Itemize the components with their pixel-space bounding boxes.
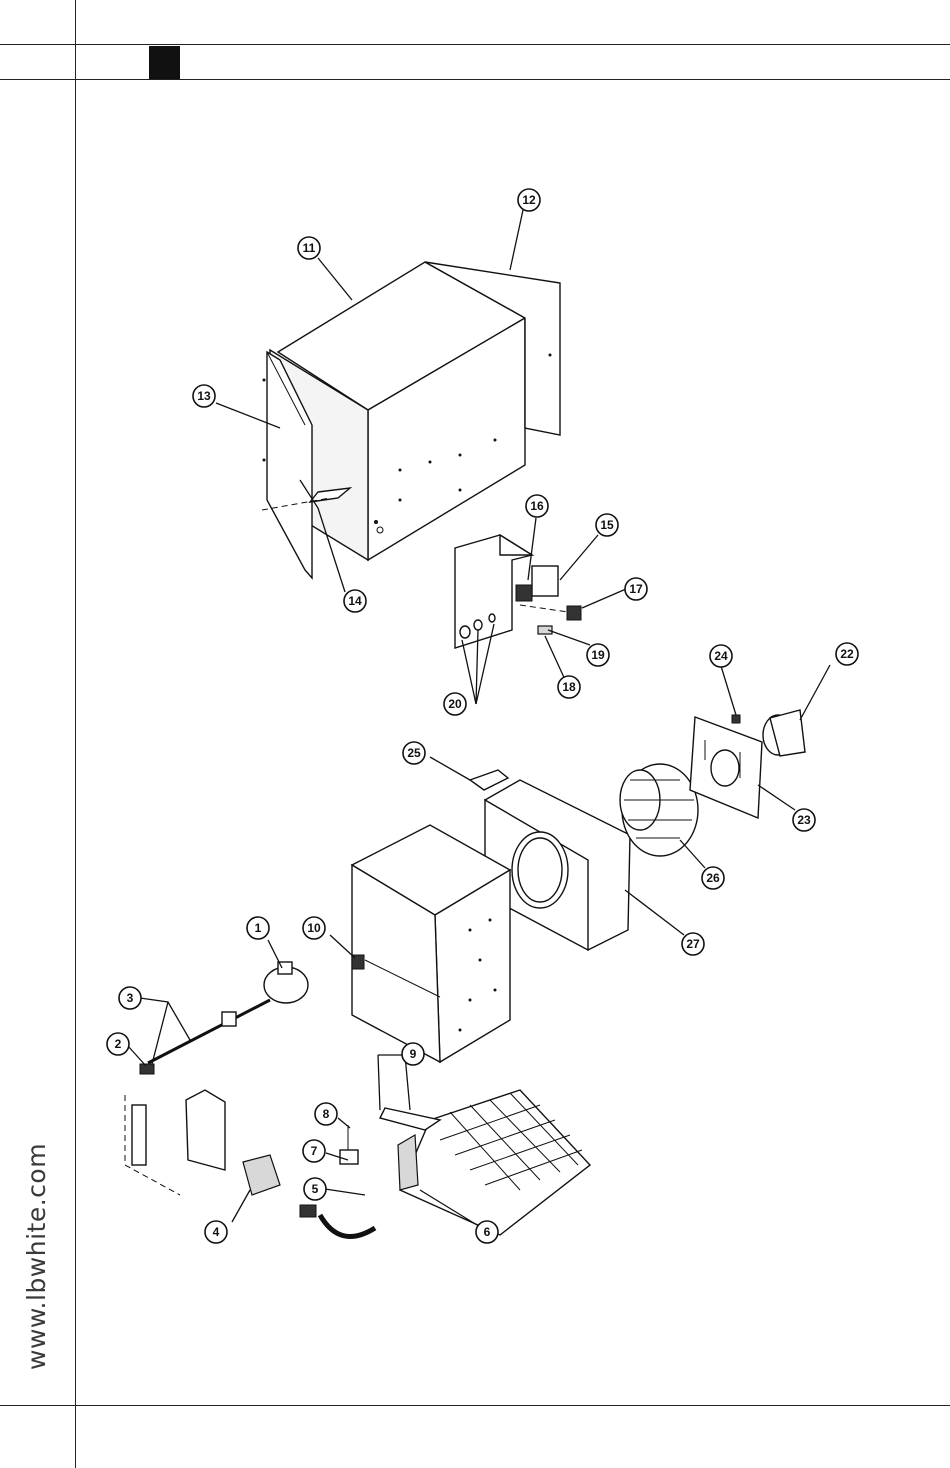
svg-text:25: 25 xyxy=(407,746,421,760)
callout-4: 4 xyxy=(205,1221,227,1243)
svg-text:17: 17 xyxy=(629,582,643,596)
callout-5: 5 xyxy=(304,1178,326,1200)
svg-text:8: 8 xyxy=(323,1107,330,1121)
svg-text:27: 27 xyxy=(686,937,700,951)
callout-24: 24 xyxy=(710,645,732,667)
callout-2: 2 xyxy=(107,1033,129,1055)
callout-25: 25 xyxy=(403,742,425,764)
svg-text:3: 3 xyxy=(127,991,134,1005)
callout-16: 16 xyxy=(526,495,548,517)
callout-13: 13 xyxy=(193,385,215,407)
svg-text:14: 14 xyxy=(348,594,362,608)
svg-text:16: 16 xyxy=(530,499,544,513)
svg-text:24: 24 xyxy=(714,649,728,663)
control-box-assembly xyxy=(455,535,581,648)
svg-text:2: 2 xyxy=(115,1037,122,1051)
callout-11: 11 xyxy=(298,237,320,259)
svg-text:26: 26 xyxy=(706,871,720,885)
svg-text:23: 23 xyxy=(797,813,811,827)
callout-6: 6 xyxy=(476,1221,498,1243)
svg-text:18: 18 xyxy=(562,680,576,694)
svg-text:9: 9 xyxy=(410,1047,417,1061)
cabinet-top-assembly xyxy=(262,262,560,578)
callout-20: 20 xyxy=(444,693,466,715)
svg-text:6: 6 xyxy=(484,1225,491,1239)
svg-text:15: 15 xyxy=(600,518,614,532)
svg-text:13: 13 xyxy=(197,389,211,403)
callout-22: 22 xyxy=(836,643,858,665)
callout-3: 3 xyxy=(119,987,141,1009)
callout-18: 18 xyxy=(558,676,580,698)
callout-7: 7 xyxy=(303,1140,325,1162)
svg-text:20: 20 xyxy=(448,697,462,711)
svg-text:5: 5 xyxy=(312,1182,319,1196)
callout-8: 8 xyxy=(315,1103,337,1125)
svg-text:7: 7 xyxy=(311,1144,318,1158)
callout-17: 17 xyxy=(625,578,647,600)
svg-text:10: 10 xyxy=(307,921,321,935)
callout-15: 15 xyxy=(596,514,618,536)
svg-text:22: 22 xyxy=(840,647,854,661)
svg-text:11: 11 xyxy=(303,241,316,255)
callout-27: 27 xyxy=(682,933,704,955)
callout-14: 14 xyxy=(344,590,366,612)
callout-10: 10 xyxy=(303,917,325,939)
callout-23: 23 xyxy=(793,809,815,831)
svg-text:12: 12 xyxy=(522,193,536,207)
gas-train-assembly xyxy=(125,962,375,1236)
blower-assembly xyxy=(470,710,805,950)
svg-text:1: 1 xyxy=(255,921,262,935)
callout-12: 12 xyxy=(518,189,540,211)
callout-1: 1 xyxy=(247,917,269,939)
callout-9: 9 xyxy=(402,1043,424,1065)
callout-19: 19 xyxy=(587,644,609,666)
callout-26: 26 xyxy=(702,867,724,889)
svg-text:19: 19 xyxy=(591,648,605,662)
svg-text:4: 4 xyxy=(213,1225,220,1239)
